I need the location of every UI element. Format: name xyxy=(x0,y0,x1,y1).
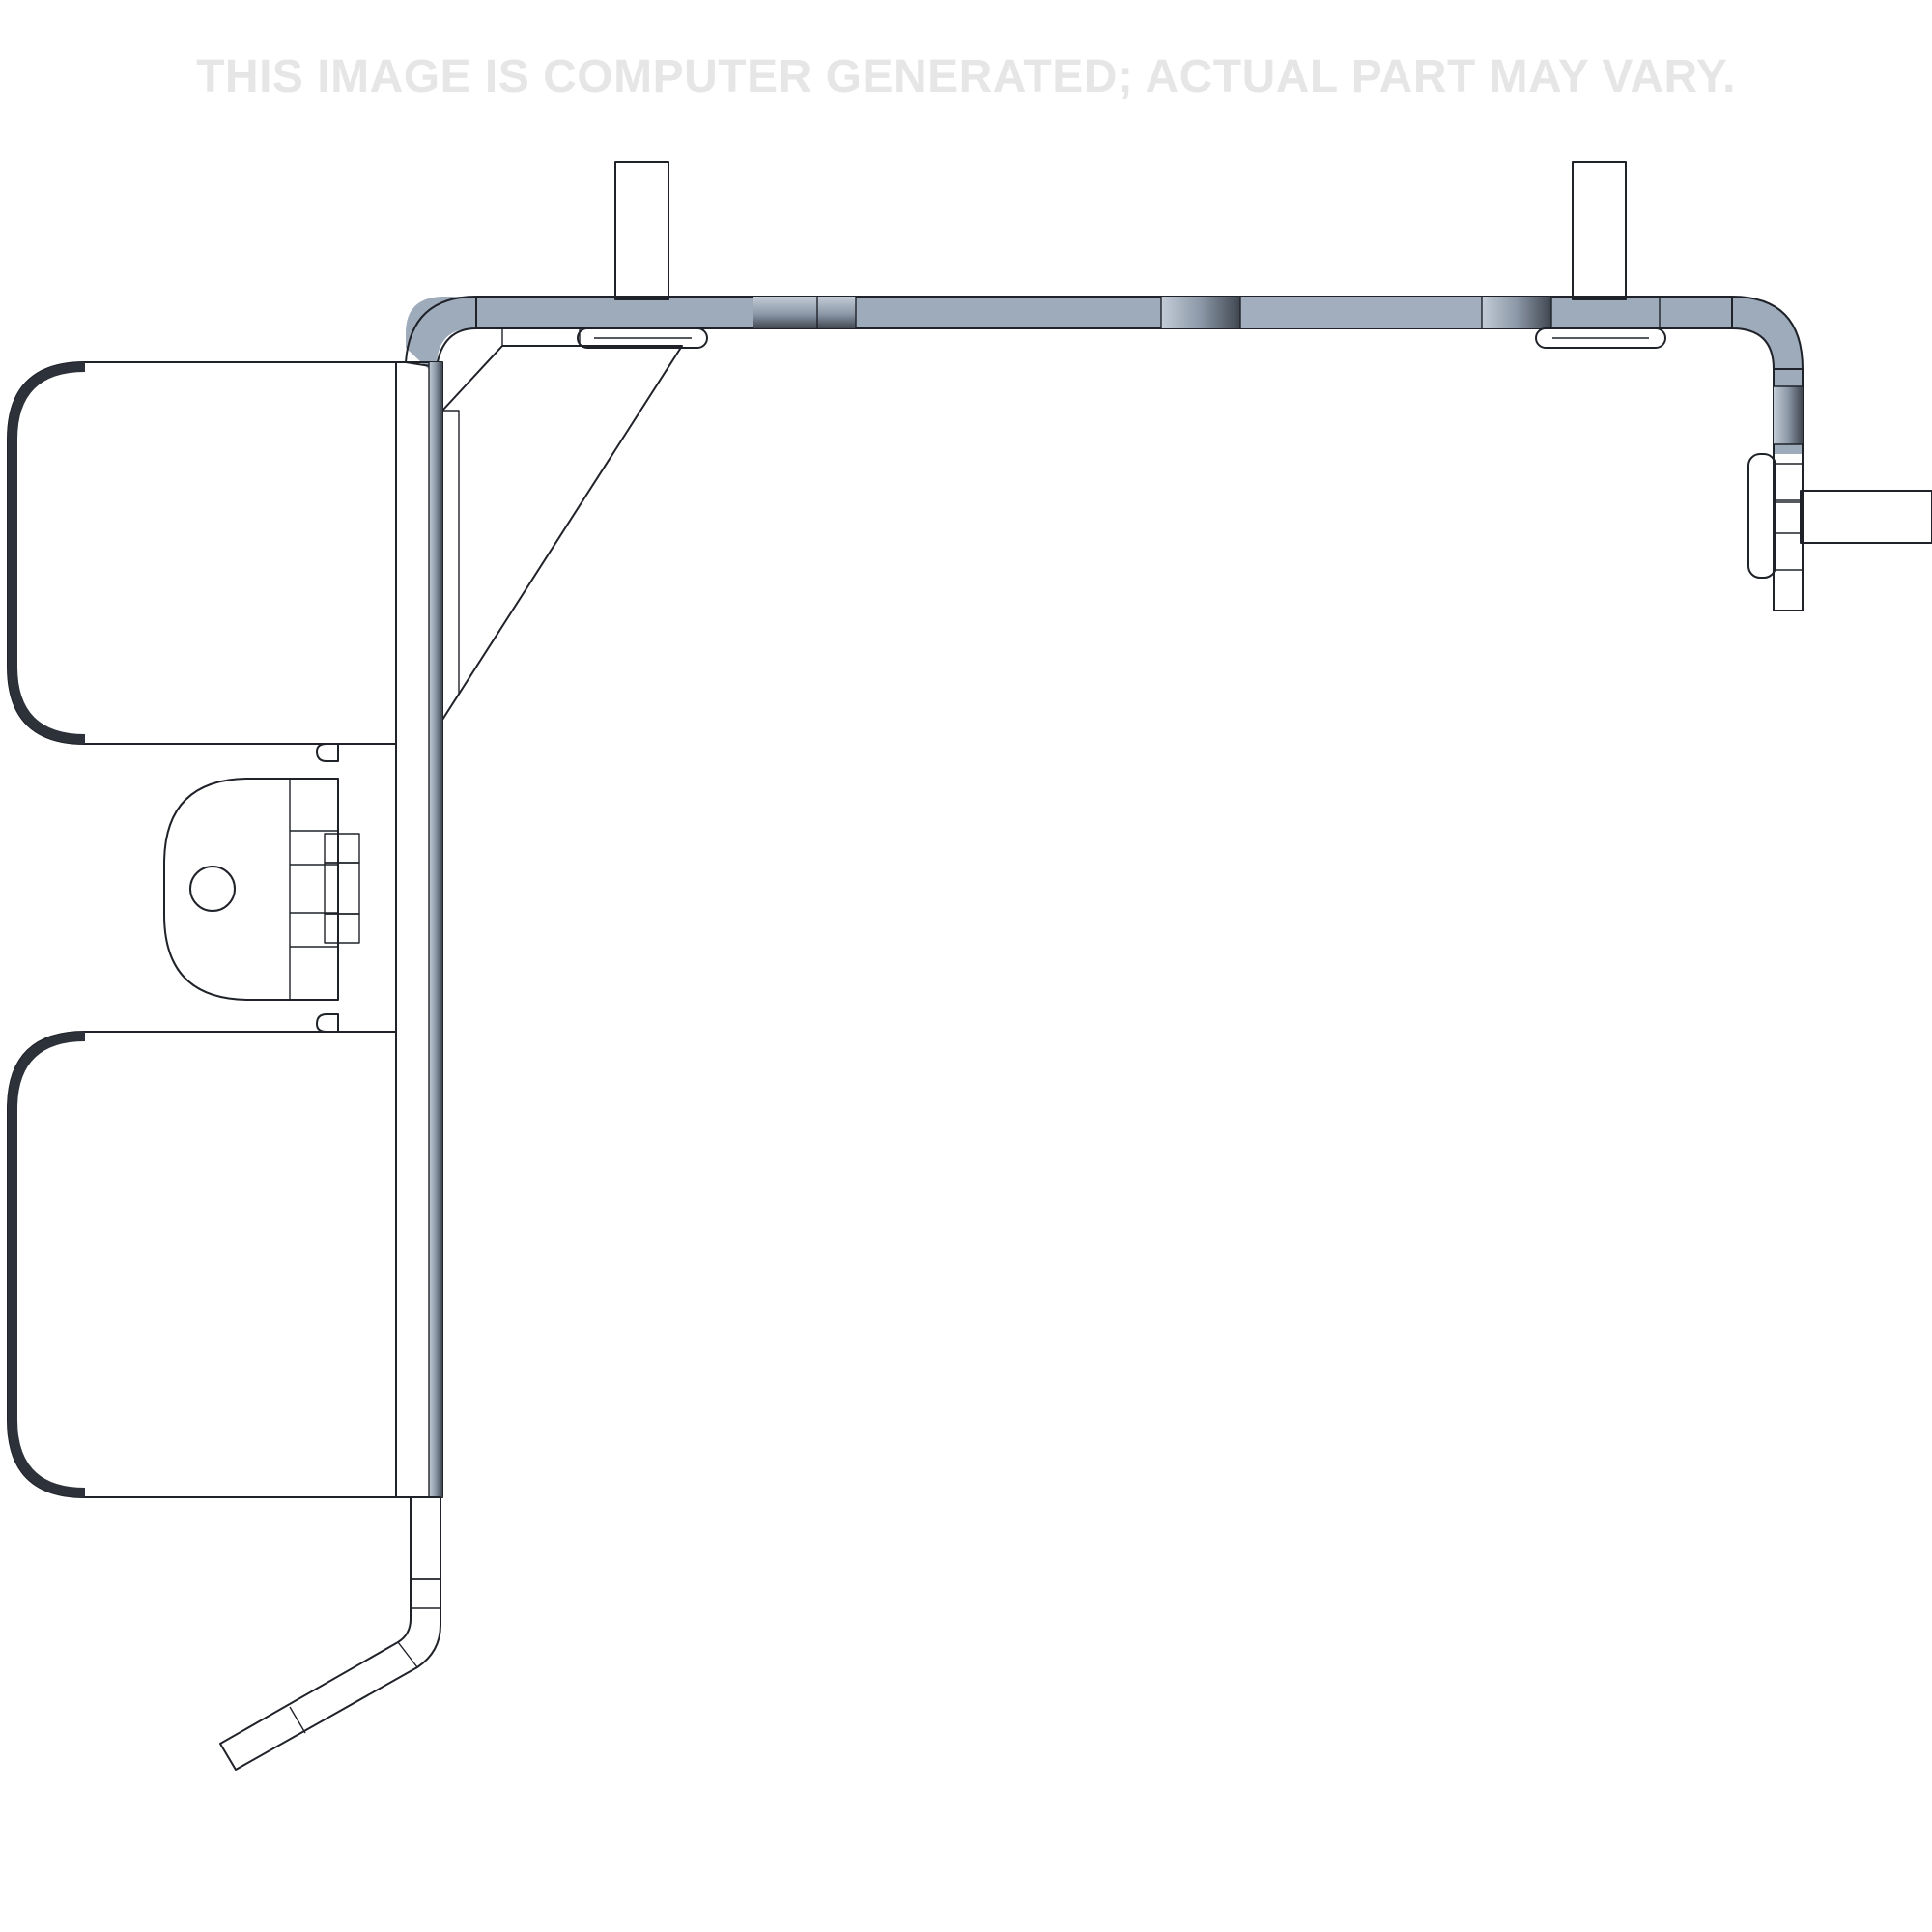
upper-panel xyxy=(7,361,397,745)
lower-slot xyxy=(316,1013,397,1033)
bottom-bent-leg xyxy=(219,1496,441,1771)
top-stud-right xyxy=(1535,161,1666,349)
left-web xyxy=(395,361,443,1498)
top-flange xyxy=(406,296,1803,454)
top-stud-left xyxy=(577,161,708,349)
disclaimer-watermark: THIS IMAGE IS COMPUTER GENERATED; ACTUAL… xyxy=(196,51,1736,102)
upper-slot xyxy=(316,743,397,762)
right-stud-fastener xyxy=(1747,453,1932,579)
gusset-brace xyxy=(441,345,683,721)
center-mounting-tab xyxy=(163,778,360,1001)
right-drop-flange xyxy=(1773,368,1804,611)
mounting-hole xyxy=(189,866,236,912)
lower-panel xyxy=(7,1031,397,1498)
